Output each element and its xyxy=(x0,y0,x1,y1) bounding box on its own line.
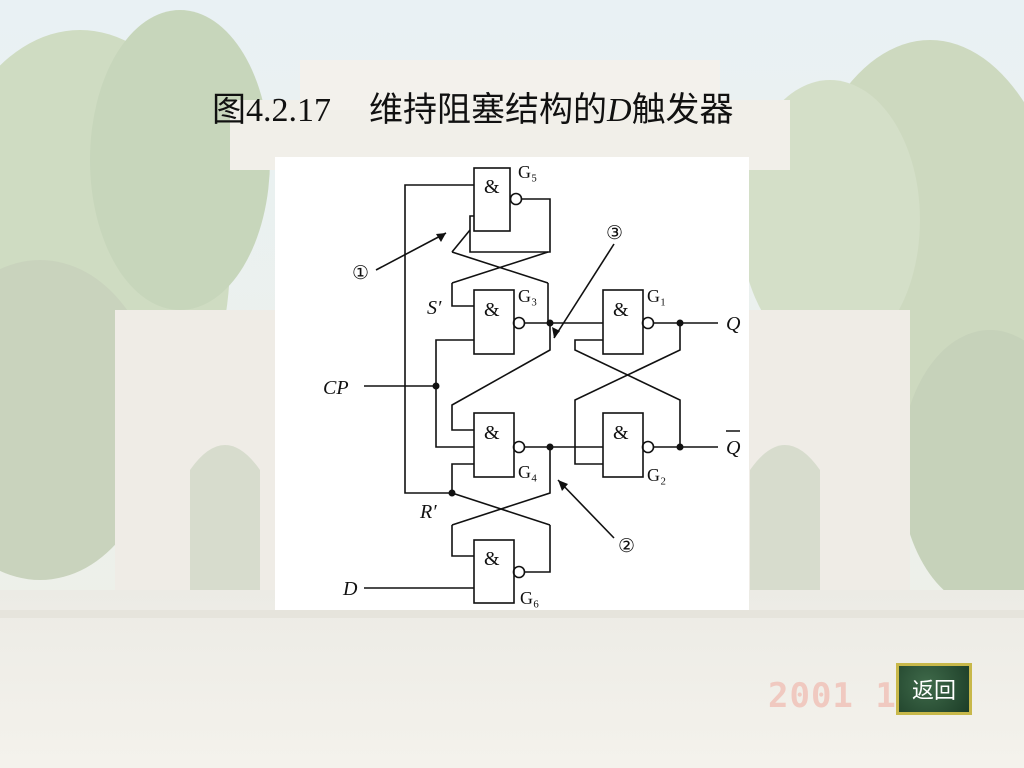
q-label: Q xyxy=(726,313,741,335)
cp-label: CP xyxy=(323,377,349,399)
gate-g2-label: G₂ xyxy=(647,465,666,485)
junction-dot xyxy=(448,489,456,497)
callout-3: ③ xyxy=(606,222,623,244)
title-text: 维持阻塞结构的 xyxy=(369,90,607,130)
gate-g3-symbol: & xyxy=(484,299,500,321)
title-suffix: 触发器 xyxy=(631,90,734,130)
gate-g4-label: G₄ xyxy=(518,462,537,482)
callout-1: ① xyxy=(352,262,369,284)
d-label: D xyxy=(342,578,358,600)
r-prime-label: R′ xyxy=(419,501,437,523)
d-flip-flop-schematic: & & & & & & G₅ G₃ G₁ G₄ G₂ G₆ CP D S′ R′… xyxy=(323,162,741,608)
circuit-diagram: & & & & & & G₅ G₃ G₁ G₄ G₂ G₆ CP D S′ R′… xyxy=(275,157,749,610)
slide-title: 图4.2.17 维持阻塞结构的D触发器 xyxy=(212,82,734,131)
junction-dot xyxy=(676,319,684,327)
gate-g6-label: G₆ xyxy=(520,588,539,608)
gate-g4-symbol: & xyxy=(484,422,500,444)
title-prefix: 图 xyxy=(212,90,246,130)
junction-dot xyxy=(546,443,554,451)
gate-g5-symbol: & xyxy=(484,176,500,198)
gate-g3-label: G₃ xyxy=(518,286,537,306)
gate-g6-symbol: & xyxy=(484,548,500,570)
gate-g1-symbol: & xyxy=(613,299,629,321)
date-stamp: 2001 11 xyxy=(768,676,919,716)
gate-g2-symbol: & xyxy=(613,422,629,444)
callout-2: ② xyxy=(618,535,635,557)
gate-g1-label: G₁ xyxy=(647,286,666,306)
return-button[interactable]: 返回 xyxy=(896,663,972,715)
junction-dot xyxy=(546,319,554,327)
q-bar-label: Q xyxy=(726,437,741,459)
junction-dot xyxy=(676,443,684,451)
figure-number: 4.2.17 xyxy=(246,92,331,129)
s-prime-label: S′ xyxy=(427,297,442,319)
gate-g5-label: G₅ xyxy=(518,162,537,182)
junction-dot xyxy=(432,382,440,390)
title-variable: D xyxy=(607,92,632,129)
